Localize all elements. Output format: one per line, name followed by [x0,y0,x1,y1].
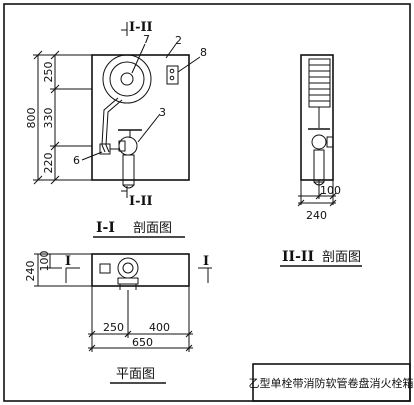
hose-reel-hub [120,72,134,86]
plan-dim-400: 400 [149,321,170,334]
dim-tick [50,50,60,60]
dim-tick [88,344,96,352]
plan-cut-label-left: I [65,254,71,269]
side-cabinet-outline [300,54,334,181]
dim-220: 220 [42,153,55,174]
section-I-view: I-II I-II 7 2 8 3 6 250 330 220 800 I-I [25,20,207,238]
dim-tick [33,175,43,185]
plan-dim-100: 100 [38,251,51,272]
plan-hose-reel [117,257,139,279]
inlet-pipe-end [122,184,135,189]
side-inlet-pipe [313,149,325,183]
dim-tick [329,192,337,200]
plan-cut-label-right: I [203,254,209,269]
section-II-title-text: 剖面图 [322,250,361,265]
dim-tick [185,344,193,352]
side-valve-outlet [326,136,334,148]
plan-view: I I 240 100 250 400 650 平面图 [24,251,212,384]
dim-250: 250 [42,62,55,83]
hose-reel-inner [109,61,145,97]
dim-240-side: 240 [306,209,327,222]
dim-tick [297,199,305,207]
hose-reel-outer [102,54,152,104]
dim-330: 330 [42,108,55,129]
plan-dim-250: 250 [103,321,124,334]
valve-flange [118,140,126,152]
alarm-dot [169,75,175,81]
leader-3 [137,113,161,143]
section-I-title-text: 剖面图 [133,221,172,236]
dim-tick [329,199,337,207]
plan-cabinet-outline [91,253,190,287]
dim-tick [33,50,43,60]
title-block-text: 乙型单栓带消防软管卷盘消火栓箱 [249,376,414,390]
alarm-button [166,65,179,85]
leader-2 [165,43,177,59]
dim-800: 800 [25,108,38,129]
leader-6 [81,151,103,161]
plan-dim-650: 650 [132,336,153,349]
section-II-title-mark: II-II [282,249,314,265]
dim-tick [50,175,60,185]
cut-label-bottom: I-II [129,194,153,209]
callout-3: 3 [159,106,166,119]
plan-dim-240: 240 [24,261,37,282]
side-valve-body [311,134,327,150]
title-block-frame [252,363,411,402]
section-I-title-mark: I-I [96,220,115,236]
dim-tick [88,330,96,338]
dim-tick [50,84,60,94]
hose-pipe [101,97,119,153]
leader-7 [131,43,146,74]
hose-pipe [105,99,123,153]
dim-tick [50,141,60,151]
dim-tick [124,330,132,338]
plan-branch-valve [99,263,111,274]
dim-tick [315,192,323,200]
cut-label-top: I-II [129,20,153,35]
callout-7: 7 [143,33,150,46]
title-block: 乙型单栓带消防软管卷盘消火栓箱 [249,363,414,402]
plan-reel-hub [122,262,134,274]
alarm-dot [169,68,175,74]
inlet-pipe [122,154,135,186]
sheet-frame [3,3,411,402]
valve-body [118,136,138,156]
plan-valve-base [117,277,139,285]
section-II-view: 100 240 II-II 剖面图 [280,54,362,267]
callout-2: 2 [175,34,182,47]
plan-title-text: 平面图 [116,367,155,382]
dim-tick [185,330,193,338]
callout-6: 6 [73,154,80,167]
cabinet-outline [91,54,190,181]
leader-8 [177,56,201,73]
dim-100-side: 100 [320,184,341,197]
callout-8: 8 [200,46,207,59]
